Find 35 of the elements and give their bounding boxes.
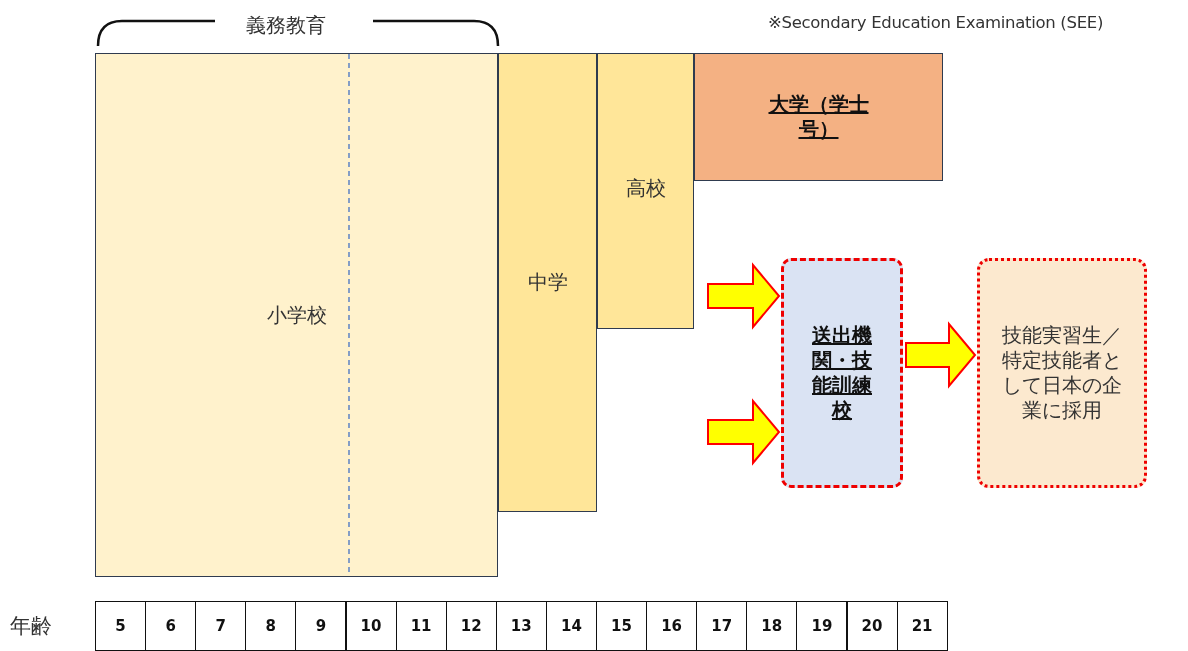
process-box [498, 53, 597, 512]
block-arrow [707, 398, 781, 466]
process-box [977, 258, 1147, 488]
box-label: 送出機関・技能訓練校 [811, 323, 873, 423]
age-cell: 5 [95, 601, 146, 651]
box-label: 小学校 [266, 302, 327, 328]
age-cell: 9 [295, 601, 347, 651]
age-cell: 17 [696, 601, 748, 651]
box-label: 技能実習生／特定技能者として日本の企業に採用 [1001, 323, 1123, 423]
age-cell: 10 [345, 601, 397, 651]
box-label: 中学 [527, 270, 568, 295]
block-arrow [707, 262, 781, 330]
age-cell: 21 [896, 601, 948, 651]
age-cell: 11 [395, 601, 447, 651]
process-box [781, 258, 903, 488]
age-cell: 7 [195, 601, 247, 651]
process-box [597, 53, 694, 329]
axis-label: 年齢 [10, 613, 52, 640]
box-label: 高校 [625, 176, 666, 201]
block-arrow [905, 321, 977, 389]
age-cell: 6 [145, 601, 197, 651]
brace-label: 義務教育 [246, 12, 326, 39]
age-cell: 8 [245, 601, 297, 651]
age-cell: 20 [846, 601, 898, 651]
age-cell: 19 [796, 601, 848, 651]
age-cell: 16 [646, 601, 698, 651]
process-box [95, 53, 498, 577]
age-cell: 12 [445, 601, 497, 651]
age-cell: 13 [495, 601, 547, 651]
footnote: ※Secondary Education Examination (SEE) [768, 13, 1104, 32]
age-cell: 14 [545, 601, 597, 651]
box-label: 大学（学士号） [768, 92, 869, 142]
age-cell: 18 [746, 601, 798, 651]
process-box [694, 53, 943, 181]
age-cell: 15 [596, 601, 647, 651]
